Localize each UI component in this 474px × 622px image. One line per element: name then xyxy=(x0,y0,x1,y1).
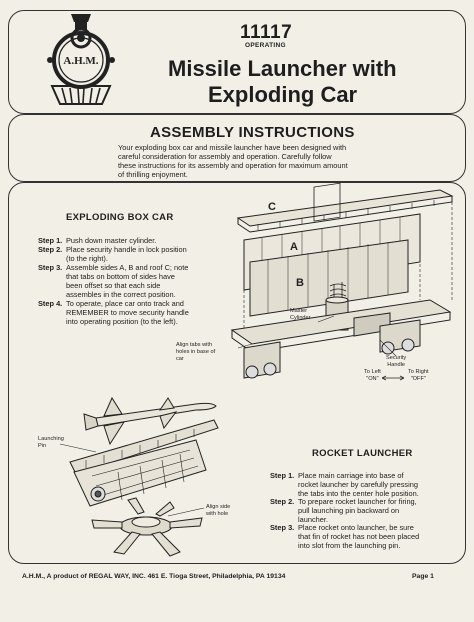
footer-page-number: Page 1 xyxy=(412,573,434,580)
callout-line: To Left xyxy=(364,369,381,375)
step-line: Place rocket onto launcher, be sure xyxy=(298,523,414,532)
step-line: that fin of rocket has not been placed xyxy=(298,532,420,541)
step-line: Place security handle in lock position xyxy=(66,245,187,254)
callout-line: Align tabs with xyxy=(176,342,213,348)
callout-line: Security xyxy=(386,355,407,361)
callout-line: holes in base of xyxy=(176,348,216,355)
callout-line: car xyxy=(176,355,184,362)
step-line: launcher. xyxy=(298,515,328,524)
callout-line: Launching xyxy=(38,436,64,442)
instructions-frame xyxy=(8,182,466,564)
title-line-2: Exploding Car xyxy=(208,82,358,107)
step-line: Assemble sides A, B and roof C; note xyxy=(66,263,189,272)
step-label: Step 2. xyxy=(38,245,63,254)
step-line: into operating position (to the left). xyxy=(66,317,178,326)
exploding-box-car-heading: EXPLODING BOX CAR xyxy=(66,212,174,223)
step-line: To operate, place car onto track and xyxy=(66,299,184,308)
step-line: (to the right). xyxy=(66,254,108,263)
label-roof-c: C xyxy=(268,201,276,213)
callout-line: with hole xyxy=(206,510,229,517)
callout-line: "OFF" xyxy=(410,375,426,382)
step-line: into slot from the launching pin. xyxy=(298,541,401,550)
operating-label: OPERATING xyxy=(245,42,286,49)
security-handle-callout: Security Handle xyxy=(386,355,406,369)
intro-frame xyxy=(8,114,466,182)
step-line: REMEMBER to move security handle xyxy=(66,308,189,317)
to-left-on-label: To Left "ON" xyxy=(364,369,381,383)
ahm-locomotive-logo: A.H.M. xyxy=(47,14,115,105)
callout-line: Cylinder xyxy=(290,314,311,321)
label-side-a: A xyxy=(290,241,298,253)
step-label: Step 2. xyxy=(270,497,295,506)
step-label: Step 4. xyxy=(38,299,63,308)
step-label: Step 3. xyxy=(38,263,63,272)
rocket-launcher-heading: ROCKET LAUNCHER xyxy=(312,448,413,459)
step-line: To prepare rocket launcher for firing, xyxy=(298,497,417,506)
to-right-off-label: To Right "OFF" xyxy=(408,369,429,383)
step-line: Place main carriage into base of xyxy=(298,471,404,480)
footer-company-address: A.H.M., A product of REGAL WAY, INC. 461… xyxy=(22,573,286,580)
header-frame xyxy=(8,10,466,114)
step-line: rocket launcher by carefully pressing xyxy=(298,480,418,489)
step-line: assembles in the correct position. xyxy=(66,290,176,299)
callout-line: Pin xyxy=(38,442,47,449)
step-label: Step 1. xyxy=(270,471,295,480)
callout-line: "ON" xyxy=(366,375,379,382)
intro-line: careful consideration for assembly and o… xyxy=(118,152,332,161)
step-line: pull launching pin backward on xyxy=(298,506,400,515)
launching-pin-callout: Launching Pin xyxy=(38,436,64,450)
step-line: been offset so that each side xyxy=(66,281,161,290)
align-tabs-callout: Align tabs with holes in base of car xyxy=(176,342,215,362)
callout-line: Align side xyxy=(206,504,231,510)
step-line: that tabs on bottom of sides have xyxy=(66,272,175,281)
intro-paragraph: Your exploding box car and missile launc… xyxy=(118,143,418,179)
assembly-instructions-heading: ASSEMBLY INSTRUCTIONS xyxy=(150,124,355,141)
callout-line: Handle xyxy=(387,361,405,368)
master-cylinder-callout: Master Cylinder xyxy=(290,308,311,322)
label-side-b: B xyxy=(296,277,304,289)
step-label: Step 1. xyxy=(38,236,63,245)
logo-text: A.H.M. xyxy=(63,55,98,67)
callout-line: Master xyxy=(290,308,308,314)
step-label: Step 3. xyxy=(270,523,295,532)
intro-line: these instructions for its assembly and … xyxy=(118,161,348,170)
intro-line: Your exploding box car and missile launc… xyxy=(118,143,347,152)
intro-line: of thrilling enjoyment. xyxy=(118,170,188,179)
title-line-1: Missile Launcher with xyxy=(168,56,397,81)
step-line: Push down master cylinder. xyxy=(66,236,157,245)
catalog-number: 11117 xyxy=(240,22,293,43)
callout-line: To Right xyxy=(408,369,429,375)
step-line: the tabs into the center hole position. xyxy=(298,489,419,498)
align-side-callout: Align side with hole xyxy=(206,504,230,518)
